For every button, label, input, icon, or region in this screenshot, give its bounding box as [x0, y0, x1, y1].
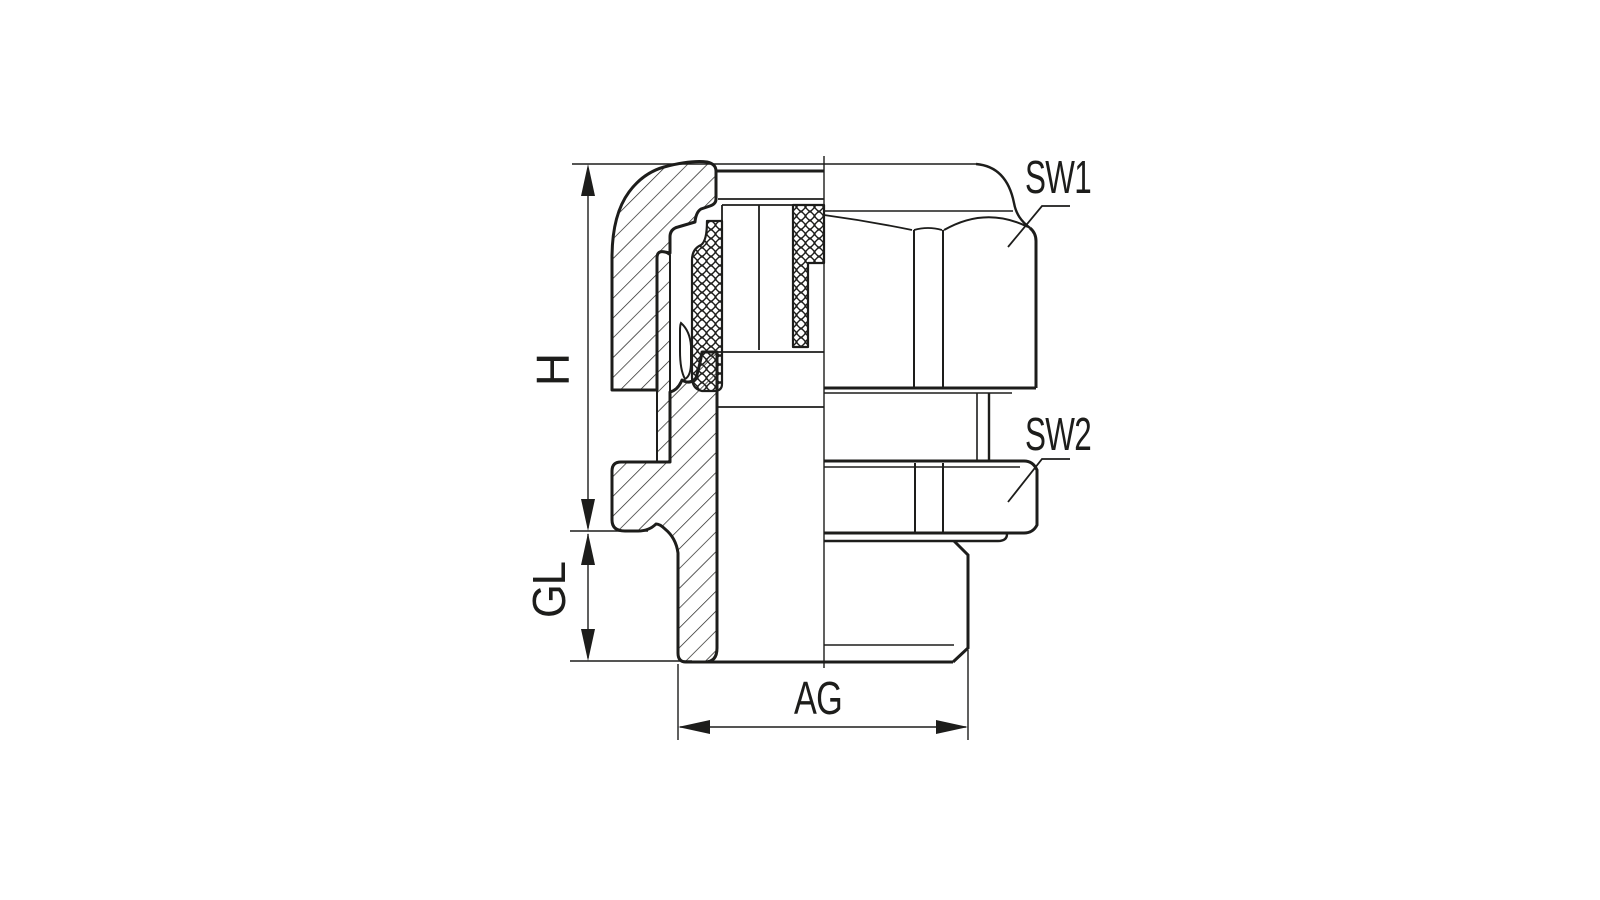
dimension-gl [581, 533, 595, 661]
clamp-claw-tip [679, 321, 692, 381]
arrow-right-icon [936, 720, 968, 734]
dimension-h [581, 164, 595, 531]
dim-label-ag: AG [794, 672, 842, 724]
section-inner-edges [708, 169, 824, 408]
seal-section [690, 203, 826, 393]
arrow-left-icon [678, 720, 710, 734]
hex-cap-outline [823, 162, 1038, 394]
neck-outline [976, 393, 991, 461]
sw1-leader-line [1007, 205, 1070, 248]
extension-lines [570, 156, 976, 740]
callout-label-sw1: SW1 [1025, 151, 1091, 203]
dimension-ag [678, 720, 968, 734]
arrow-down-icon [581, 499, 595, 531]
callout-label-sw2: SW2 [1025, 408, 1091, 460]
dim-label-gl: GL [523, 562, 575, 618]
cap-nut-section [610, 160, 718, 463]
arrow-up-icon [581, 164, 595, 196]
arrow-up-icon [581, 533, 595, 565]
sw2-leader-line [1007, 458, 1070, 503]
hex-nut-outline [824, 459, 1039, 543]
thread-stem-outline [700, 539, 970, 664]
callout-leaders [1007, 205, 1070, 503]
arrow-down-icon [581, 629, 595, 661]
dim-label-h: H [527, 354, 579, 386]
